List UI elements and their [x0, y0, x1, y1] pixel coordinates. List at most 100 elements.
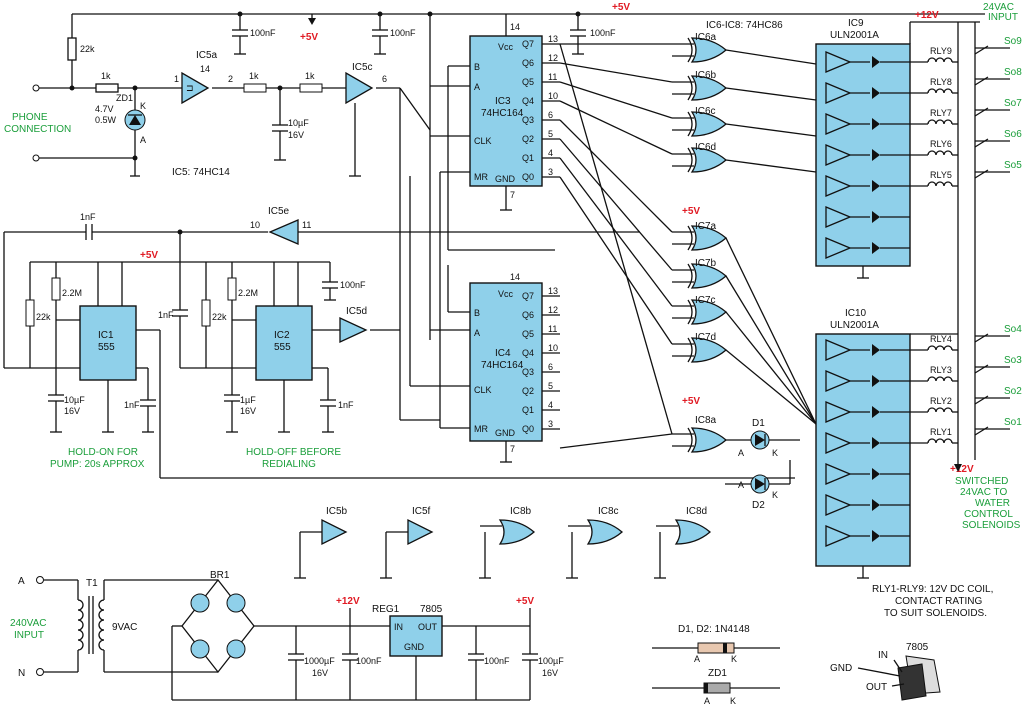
ic3-pins-q1: Q6: [522, 58, 534, 68]
clamp-diode: [872, 344, 880, 356]
ic3-b: B: [474, 62, 480, 72]
v12-bot-label: +12V: [950, 464, 974, 475]
ic3-pins-pin6: 4: [548, 148, 553, 158]
v5-label-top-center: +5V: [612, 2, 630, 13]
resistor-22k-top: [67, 37, 77, 61]
ic4-name: IC4: [495, 348, 511, 359]
ic5f-label: IC5f: [412, 506, 431, 517]
uln-drivers: IC9 ULN2001A IC10 ULN2001A +12V +12V RLY…: [815, 10, 1022, 579]
xor-feed-3: [559, 100, 673, 155]
relay-contact: [974, 45, 989, 55]
r22k-b-label: 22k: [212, 312, 227, 322]
zd1-power: 0.5W: [95, 115, 117, 125]
power-supply: A N 240VAC INPUT T1 9VAC BR1 1000µF 16V: [10, 570, 564, 701]
clamp-diode: [872, 468, 880, 480]
clamp-diode: [872, 437, 880, 449]
ic3-a: A: [474, 82, 480, 92]
relay-coil: [927, 150, 953, 156]
zd1-label: ZD1: [116, 93, 133, 103]
c100n-psu-a: 100nF: [356, 656, 382, 666]
solenoid-label: So4: [1004, 324, 1022, 335]
c1n-a-label: 1nF: [124, 400, 140, 410]
phone-label-2: CONNECTION: [4, 124, 71, 135]
relay-coil: [927, 181, 953, 187]
xor-labels: IC6a IC6b IC6c IC6d IC7a IC7b IC7c IC7d …: [682, 32, 717, 426]
xor-out-2: [725, 123, 817, 137]
solenoid-label: So5: [1004, 160, 1022, 171]
switched-2: 24VAC TO: [960, 487, 1007, 498]
diode-package-1n4148: [697, 642, 735, 654]
driver-buffer: [825, 237, 852, 259]
xor-feed-4: [559, 119, 673, 233]
xor-gate-0: [690, 37, 727, 63]
ic3-pins-pin0: 13: [548, 34, 558, 44]
hold-off-1: HOLD-OFF BEFORE: [246, 447, 341, 458]
relay-coil: [927, 345, 953, 351]
ic7c-label: IC7c: [695, 295, 716, 306]
driver-buffer: [825, 339, 852, 361]
ic3-pins-pin4: 6: [548, 110, 553, 120]
in240-1: 240VAC: [10, 618, 47, 629]
schmitt-ic5a: [181, 71, 210, 105]
ic5-note: IC5: 74HC14: [172, 167, 230, 178]
zd1-voltage: 4.7V: [95, 104, 114, 114]
vac9-label: 9VAC: [112, 622, 137, 633]
d1-label: D1: [752, 418, 765, 429]
d2-label: D2: [752, 500, 765, 511]
xor-feed-5: [559, 138, 673, 271]
supply-arrow-5v-top: [308, 18, 316, 25]
ic5c-label: IC5c: [352, 62, 373, 73]
schmitt-ic5f: [407, 518, 434, 546]
legend-z-a: A: [704, 696, 710, 706]
ic8a-feed-0: [559, 433, 673, 449]
r1k-b-label: 1k: [249, 71, 259, 81]
hold-on-2: PUMP: 20s APPROX: [50, 459, 145, 470]
r22k-label: 22k: [80, 44, 95, 54]
solenoid-label: So9: [1004, 36, 1022, 47]
ic4-pins-pin5: 5: [548, 381, 553, 391]
ic6a-label: IC6a: [695, 32, 717, 43]
ic4-b: B: [474, 308, 480, 318]
c100n-psu-b: 100nF: [484, 656, 510, 666]
relay-label: RLY1: [930, 427, 952, 437]
ic4-gnd: GND: [495, 428, 516, 438]
xor-out-3: [725, 159, 817, 173]
xor-out-5: [725, 275, 817, 425]
ic3-pins-q2: Q5: [522, 77, 534, 87]
xor-out-4: [725, 237, 817, 425]
driver-buffer: [825, 370, 852, 392]
t1-label: T1: [86, 578, 98, 589]
xor-out-0: [725, 49, 817, 65]
timer-section: 1nF IC5e 10 11 +5V 22k 2.2M 10µF 16V IC1…: [3, 206, 795, 479]
relay-contact: [974, 107, 989, 117]
ic4-pins-pin4: 6: [548, 362, 553, 372]
solenoid-label: So6: [1004, 129, 1022, 140]
ic3-pins-pin3: 10: [548, 91, 558, 101]
relay-coil: [927, 407, 953, 413]
xor-out-7: [725, 349, 817, 425]
hold-on-1: HOLD-ON FOR: [68, 447, 138, 458]
component-legend: D1, D2: 1N4148 A K ZD1 A K 7805 IN GND O…: [652, 624, 941, 706]
solenoid-label: So1: [1004, 417, 1022, 428]
c10u-ic1-label: 10µF: [64, 395, 85, 405]
ic4-p7: 7: [510, 444, 515, 454]
phone-input-section: 22k 1k ZD1 4.7V 0.5W K A PHONE CONNECTIO…: [4, 2, 985, 178]
clamp-diode: [872, 149, 880, 161]
schmitt-ic5c: [345, 71, 374, 105]
ic4-pins-pin3: 10: [548, 343, 558, 353]
d2-k: K: [772, 490, 778, 500]
solenoid-label: So7: [1004, 98, 1022, 109]
driver-buffer: [825, 401, 852, 423]
mains-n-terminal: [36, 668, 44, 676]
ic9-part: ULN2001A: [830, 30, 879, 41]
rly-note-2: CONTACT RATING: [895, 596, 982, 607]
ic3-pins-pin1: 12: [548, 53, 558, 63]
spare-gates: IC5b IC5f IC8b IC8c IC8d: [294, 506, 707, 579]
ic8c-label: IC8c: [598, 506, 619, 517]
driver-buffer: [825, 175, 852, 197]
driver-buffer: [825, 463, 852, 485]
rly-note-3: TO SUIT SOLENOIDS.: [884, 608, 987, 619]
ic3-mr: MR: [474, 172, 488, 182]
